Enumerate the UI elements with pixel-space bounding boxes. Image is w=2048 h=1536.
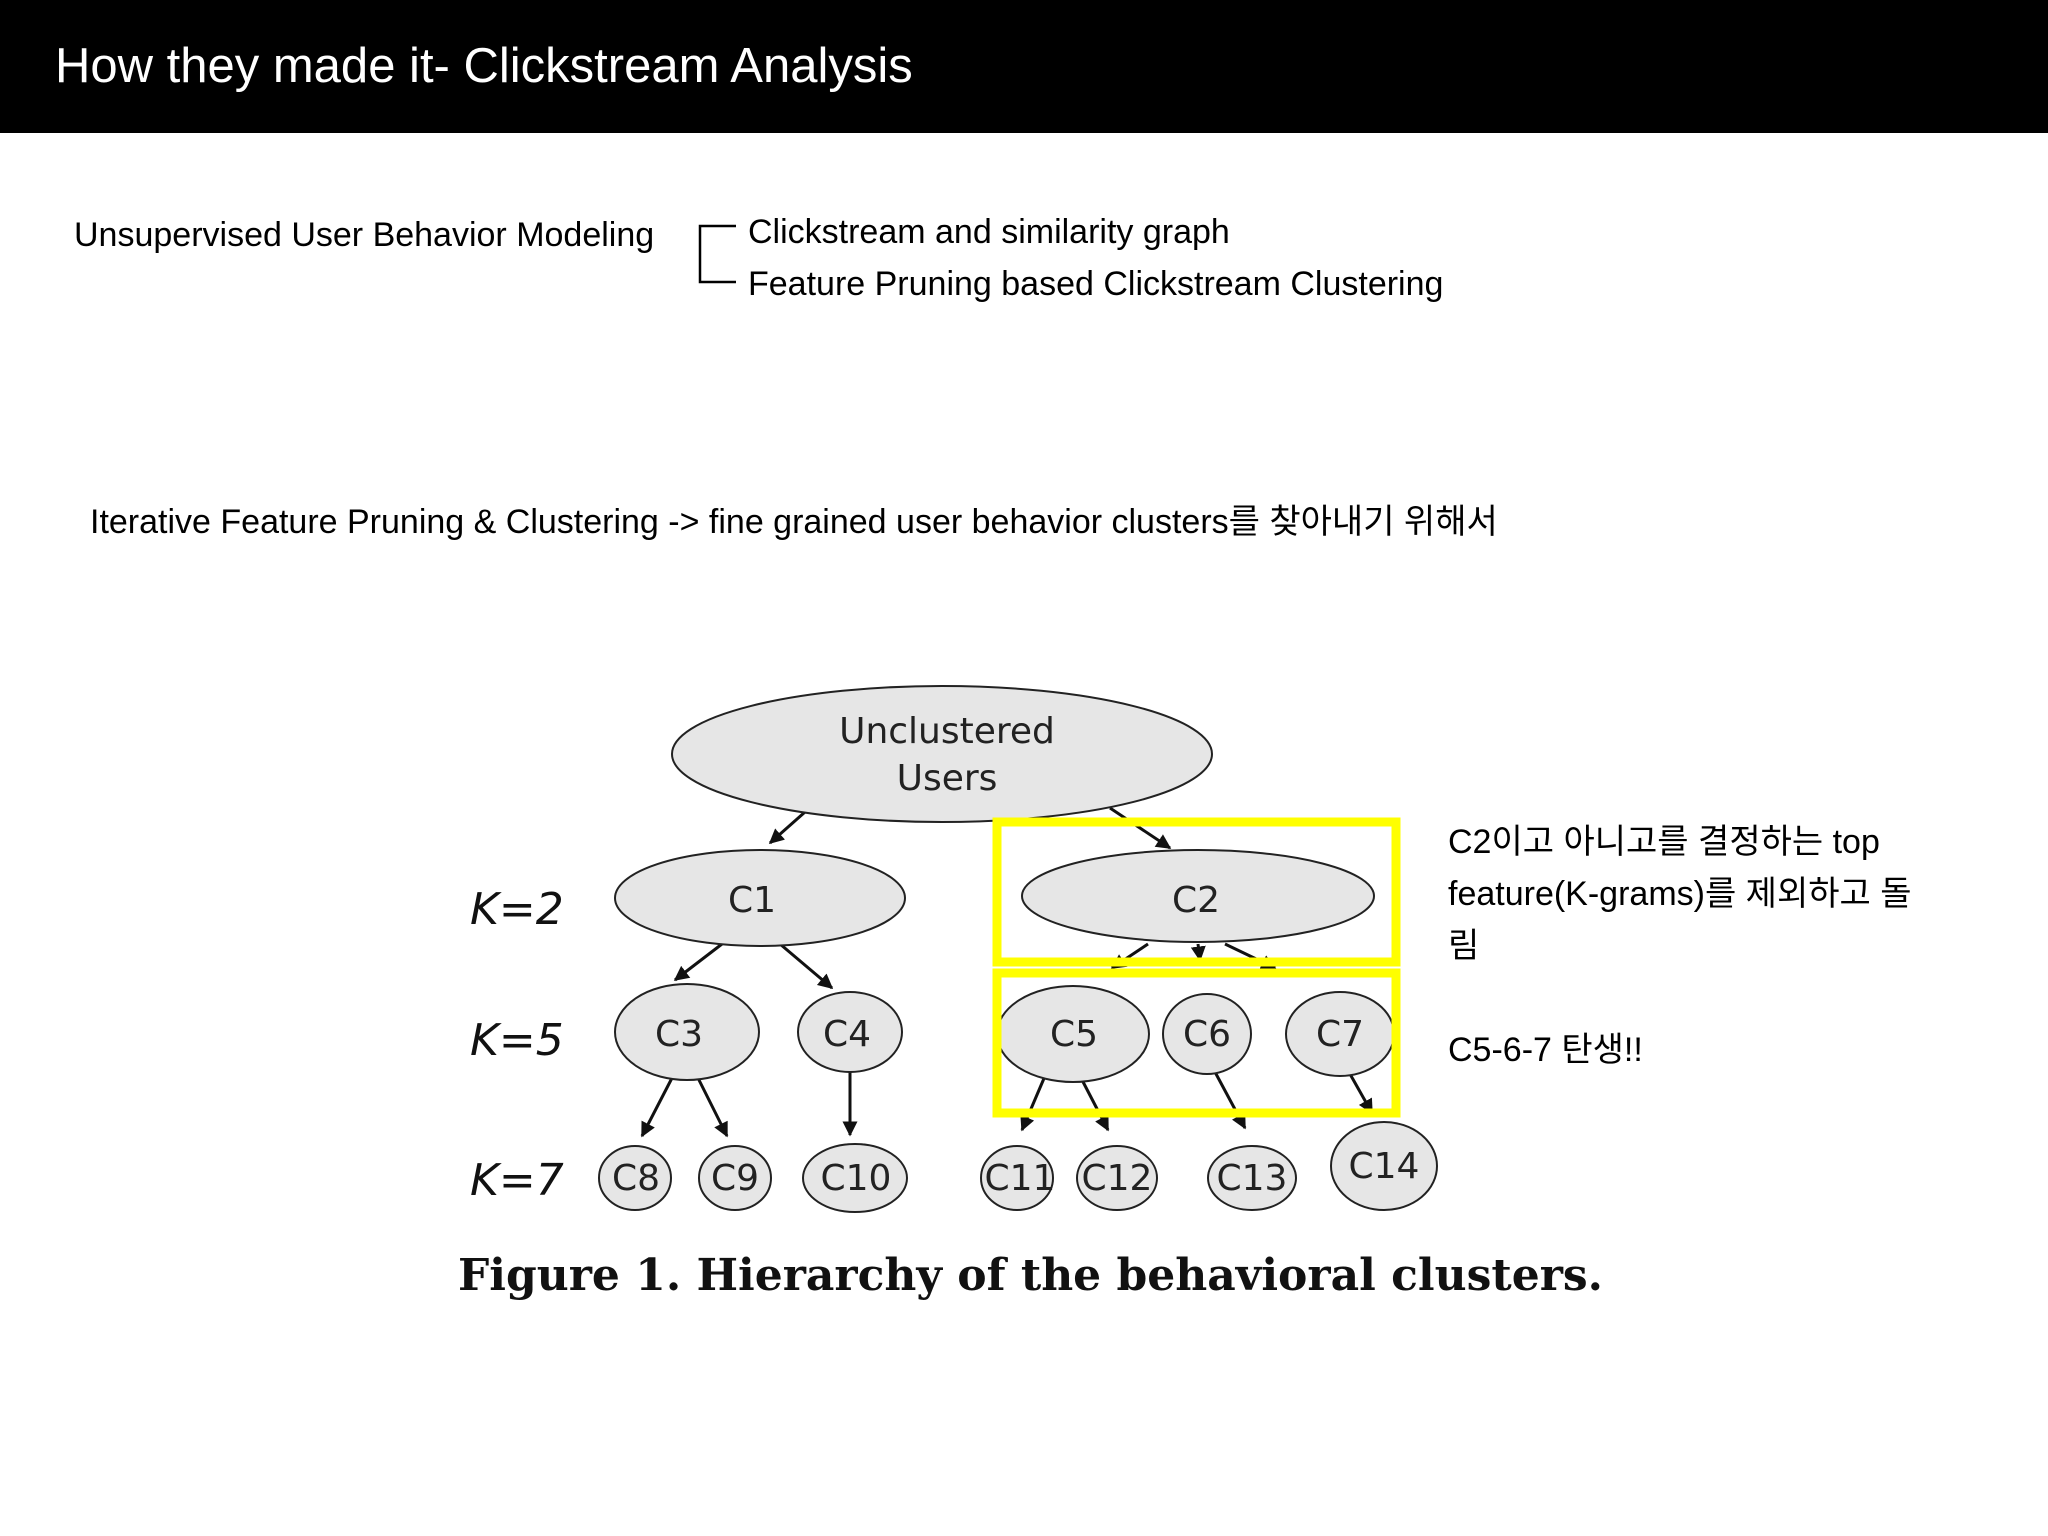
root-label-line1: Unclustered [839,711,1055,752]
level-label-k7: K=7 [470,1155,564,1206]
label-c1: C1 [728,880,776,921]
level-label-k5: K=5 [470,1015,564,1066]
node-c4 [797,991,903,1073]
label-c7: C7 [1316,1014,1364,1055]
node-unclustered-users [671,685,1213,823]
highlight-box-c5-c7 [992,968,1401,1118]
node-c12 [1076,1145,1158,1211]
modeling-item-2: Feature Pruning based Clickstream Cluste… [748,265,1444,303]
label-c13: C13 [1217,1158,1288,1199]
label-c14: C14 [1349,1146,1420,1187]
root-label-line2: Users [897,758,998,799]
label-c4: C4 [823,1014,871,1055]
label-c8: C8 [612,1158,660,1199]
label-c11: C11 [985,1158,1056,1199]
annotation-line-4: C5-6-7 탄생!! [1448,1031,1643,1069]
node-c3 [614,983,760,1081]
node-c10 [802,1143,908,1213]
annotation-line-2: feature(K-grams)를 제외하고 돌 [1448,875,1912,913]
annotation-line-3: 림 [1448,927,1480,965]
annotation-text: C2이고 아니고를 결정하는 top feature(K-grams)를 제외하… [1448,816,2008,1076]
annotation-line-1: C2이고 아니고를 결정하는 top [1448,823,1880,861]
node-c1 [614,849,906,947]
modeling-item-1: Clickstream and similarity graph [748,213,1230,251]
slide-header: How they made it- Clickstream Analysis [0,0,2048,133]
pruning-description: Iterative Feature Pruning & Clustering -… [90,503,1498,541]
annotation-spacer [1448,972,2008,1024]
node-c8 [598,1145,672,1211]
node-c14 [1330,1121,1438,1211]
node-c2 [1021,849,1375,943]
level-label-k2: K=2 [470,884,564,935]
node-c9 [698,1145,772,1211]
modeling-label: Unsupervised User Behavior Modeling [74,216,655,254]
figure-caption: Figure 1. Hierarchy of the behavioral cl… [458,1250,1603,1301]
label-c5: C5 [1050,1014,1098,1055]
label-c3: C3 [655,1014,703,1055]
slide-title: How they made it- Clickstream Analysis [55,39,913,93]
label-c9: C9 [711,1158,759,1199]
bracket-connector [698,224,736,284]
node-c6 [1162,993,1252,1075]
diagram-edges [640,806,1374,1138]
label-c6: C6 [1183,1014,1231,1055]
node-c11 [980,1145,1054,1211]
label-c2: C2 [1172,880,1220,921]
label-c12: C12 [1082,1158,1153,1199]
highlight-box-c2 [992,817,1401,967]
label-c10: C10 [821,1158,892,1199]
node-c13 [1207,1145,1297,1211]
